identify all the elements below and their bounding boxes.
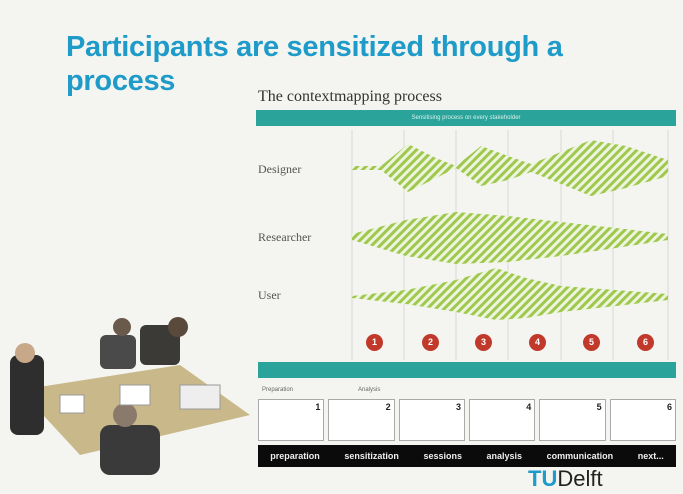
step-circle-1: 1 [366,334,383,351]
step-label-bar: preparation sensitization sessions analy… [258,445,676,467]
designer-wave [352,140,668,196]
user-wave [352,268,668,320]
step-label-sensitization: sensitization [344,451,399,461]
step-illustrations: 1 2 3 4 5 6 [258,399,676,441]
workshop-photo [0,305,258,475]
phase-label-preparation: Preparation [262,387,294,393]
step-number: 3 [455,402,461,412]
step-label-communication: communication [546,451,614,461]
step-sketch-4: 4 [468,399,536,441]
band-footer [256,362,676,378]
band-header: Sensitising process on every stakeholder [256,110,676,126]
step-circle-6: 6 [637,334,654,351]
step-number: 2 [385,402,391,412]
step-number: 4 [526,402,532,412]
step-sketch-3: 3 [398,399,465,441]
step-sketch-1: 1 [258,399,325,441]
step-label-analysis: analysis [486,451,523,461]
wave-diagram [351,130,669,360]
step-circle-4: 4 [529,334,546,351]
step-sketch-6: 6 [609,399,676,441]
chart-title: The contextmapping process [258,88,442,105]
tudelft-logo: TUDelft [528,466,603,492]
researcher-wave [352,212,668,264]
step-number: 6 [666,402,672,412]
slide-title: Participants are sensitized through a pr… [66,31,563,97]
row-label-researcher: Researcher [258,230,312,244]
step-circle-3: 3 [475,334,492,351]
step-sketch-5: 5 [539,399,606,441]
phase-label-analysis: Analysis [358,387,381,393]
row-label-user: User [258,288,281,302]
row-label-designer: Designer [258,162,302,176]
step-label-sessions: sessions [423,451,462,461]
step-number: 5 [596,402,602,412]
step-label-preparation: preparation [270,451,320,461]
step-sketch-2: 2 [328,399,395,441]
logo-delft: Delft [557,466,603,491]
step-label-next: next... [637,451,664,461]
logo-tu: TU [528,466,558,491]
step-circle-2: 2 [422,334,439,351]
step-circle-5: 5 [583,334,600,351]
step-number: 1 [315,402,321,412]
